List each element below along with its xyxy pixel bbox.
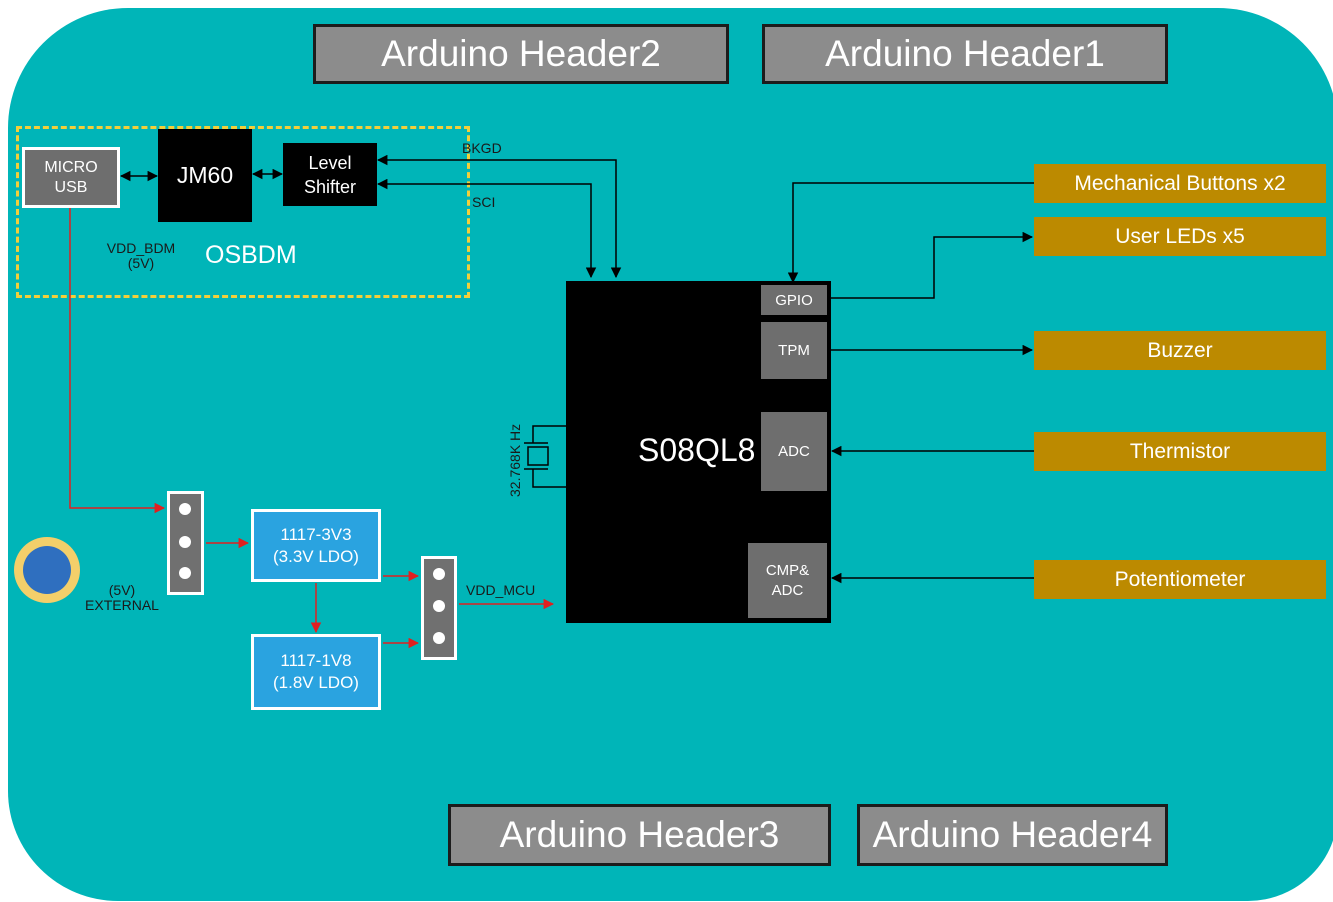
buttons-wire xyxy=(787,182,1034,284)
gpio-block: GPIO xyxy=(761,285,827,315)
external-power-label: (5V) EXTERNAL xyxy=(85,582,159,613)
bkgd-label: BKGD xyxy=(462,140,502,156)
thermistor: Thermistor xyxy=(1034,432,1326,471)
jumper-pin xyxy=(433,568,445,580)
leds-wire xyxy=(829,231,1034,299)
adc-block: ADC xyxy=(761,412,827,491)
jumper-pin xyxy=(433,632,445,644)
micro-usb-outline: MICRO USB xyxy=(22,147,120,208)
jumper-pin xyxy=(179,567,191,579)
arduino-header2: Arduino Header2 xyxy=(313,24,729,84)
jumper-pin xyxy=(433,600,445,612)
potentiometer: Potentiometer xyxy=(1034,560,1326,599)
arduino-header3: Arduino Header3 xyxy=(448,804,831,866)
mechanical-buttons: Mechanical Buttons x2 xyxy=(1034,164,1326,203)
voltage-select-jumper xyxy=(421,556,457,660)
sci-wire xyxy=(376,178,597,279)
osbdm-title: OSBDM xyxy=(205,241,297,269)
ldo-1v8: 1117-1V8 (1.8V LDO) xyxy=(251,634,381,710)
vdd-mcu-label: VDD_MCU xyxy=(466,582,536,598)
user-leds: User LEDs x5 xyxy=(1034,217,1326,256)
ldo-3v3: 1117-3V3 (3.3V LDO) xyxy=(251,509,381,582)
bkgd-wire xyxy=(376,154,622,279)
arduino-header1: Arduino Header1 xyxy=(762,24,1168,84)
buzzer: Buzzer xyxy=(1034,331,1326,370)
power-select-jumper xyxy=(167,491,204,595)
micro-usb-box: MICRO USB xyxy=(25,150,117,205)
dc-jack-icon xyxy=(14,537,80,603)
vdd-bdm-wire xyxy=(69,208,166,514)
tpm-block: TPM xyxy=(761,322,827,379)
level-shifter: Level Shifter xyxy=(283,143,377,206)
cmp-adc-block: CMP& ADC xyxy=(748,543,827,618)
crystal-icon xyxy=(524,425,566,488)
arduino-header4: Arduino Header4 xyxy=(857,804,1168,866)
dc-jack-center xyxy=(23,546,71,594)
jumper-pin xyxy=(179,503,191,515)
jumper-pin xyxy=(179,536,191,548)
mcu-name: S08QL8 xyxy=(638,432,756,468)
vdd-bdm-label: VDD_BDM (5V) xyxy=(106,240,176,271)
jm60-chip: JM60 xyxy=(158,129,252,222)
